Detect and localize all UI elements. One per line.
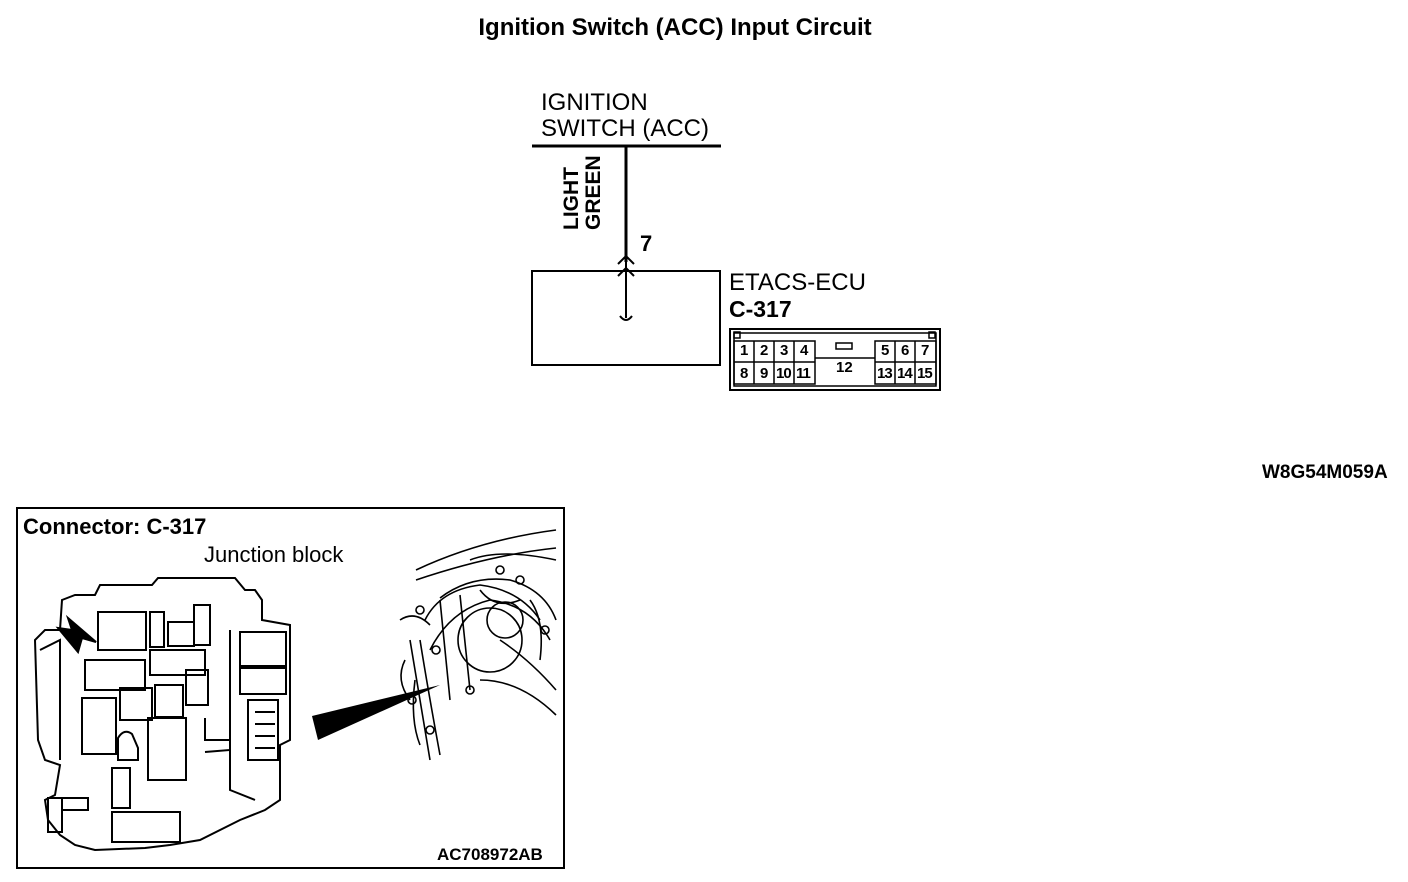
- diagram-code: W8G54M059A: [1262, 462, 1388, 483]
- source-label-line1: IGNITION: [541, 89, 648, 116]
- ecu-name: ETACS-ECU: [729, 269, 866, 296]
- dashboard-harness-illustration: [399, 529, 557, 761]
- pin-5: 5: [881, 342, 890, 359]
- pin-15: 15: [917, 365, 933, 382]
- location-panel-frame: [16, 507, 565, 869]
- ecu-connector-id: C-317: [729, 296, 792, 322]
- wire-color-label: LIGHT GREEN: [560, 155, 631, 238]
- junction-block-illustration: [33, 577, 291, 852]
- pin-11: 11: [796, 365, 811, 382]
- pin-3: 3: [780, 342, 789, 359]
- pin-1: 1: [740, 342, 749, 359]
- figure-code: AC708972AB: [437, 845, 543, 864]
- source-label: IGNITION SWITCH (ACC): [541, 90, 709, 142]
- pin-8: 8: [740, 365, 749, 382]
- pointer-wedge: [312, 685, 440, 740]
- pin-12: 12: [836, 359, 853, 376]
- pin-10: 10: [776, 365, 792, 382]
- pin-9: 9: [760, 365, 769, 382]
- source-label-line2: SWITCH (ACC): [541, 115, 709, 142]
- wire-color-line1: LIGHT: [560, 167, 583, 230]
- page-title: Ignition Switch (ACC) Input Circuit: [478, 14, 872, 41]
- connector-title: Connector: C-317: [23, 514, 207, 539]
- pin-number: 7: [640, 231, 653, 256]
- location-label: Junction block: [204, 542, 344, 567]
- wire-color-line2: GREEN: [582, 155, 605, 230]
- pin-13: 13: [877, 365, 893, 382]
- pin-14: 14: [897, 365, 913, 382]
- connector-c317-face: [729, 328, 941, 391]
- pin-6: 6: [901, 342, 910, 359]
- location-arrow: [55, 614, 97, 655]
- pin-4: 4: [800, 342, 809, 359]
- pin-2: 2: [760, 342, 769, 359]
- pin-7: 7: [921, 342, 930, 359]
